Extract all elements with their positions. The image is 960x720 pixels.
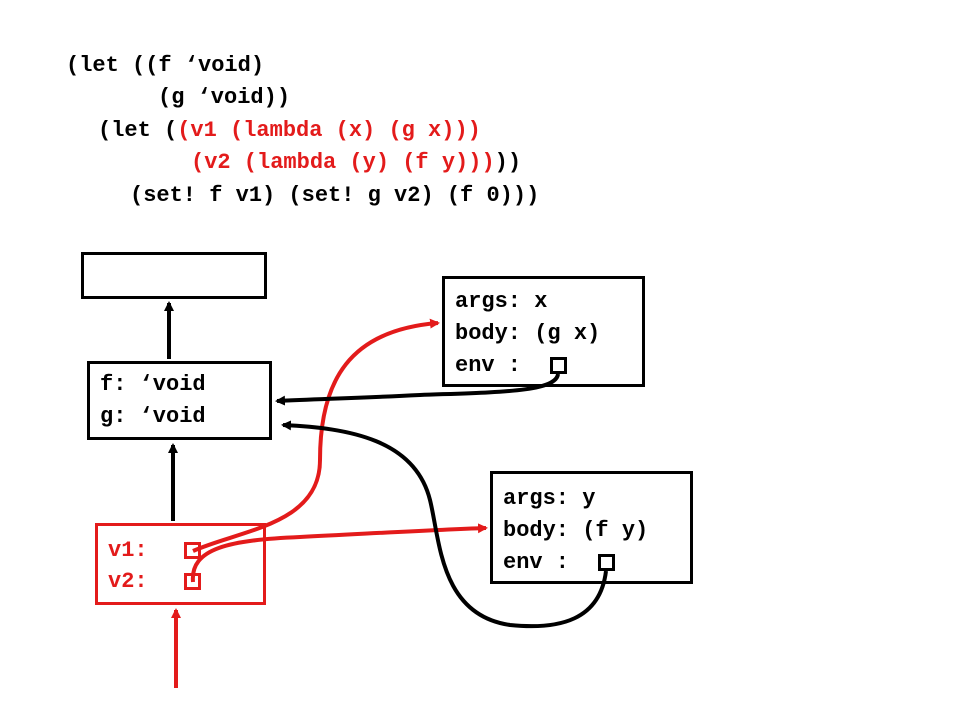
closure-x-env: env : <box>455 353 522 378</box>
inner-frame: v1: v2: <box>95 523 266 605</box>
code-let-open: (let ( <box>98 118 178 143</box>
v2-pointer-cell <box>184 573 201 590</box>
code-v1-binding: (v1 (lambda (x) (g x))) <box>177 118 481 143</box>
closure-x-body: body: (g x) <box>455 321 601 346</box>
code-let-close: )) <box>494 150 522 175</box>
code-line-4: (v2 (lambda (y) (f y))))) <box>191 148 521 178</box>
binding-v2: v2: <box>108 569 148 594</box>
code-line-2: (g ‘void)) <box>158 85 291 110</box>
closure-x-args: args: x <box>455 289 548 314</box>
binding-f: f: ‘void <box>100 372 206 397</box>
v1-pointer-cell <box>184 542 201 559</box>
closure-lambda-x: args: x body: (g x) env : <box>442 276 645 387</box>
closure-x-env-pointer <box>550 357 567 374</box>
closure-y-env-pointer <box>598 554 615 571</box>
code-line-1: (let ((f ‘void) <box>66 53 265 78</box>
outer-frame: f: ‘void g: ‘void <box>87 361 272 440</box>
closure-y-args: args: y <box>503 486 596 511</box>
closure-y-body: body: (f y) <box>503 518 649 543</box>
code-v2-binding: (v2 (lambda (y) (f y))) <box>191 150 495 175</box>
global-frame <box>81 252 267 299</box>
code-line-3: (let ((v1 (lambda (x) (g x))) <box>98 116 481 146</box>
binding-v1: v1: <box>108 538 148 563</box>
closure-lambda-y: args: y body: (f y) env : <box>490 471 693 584</box>
binding-g: g: ‘void <box>100 404 206 429</box>
closure-y-env: env : <box>503 550 570 575</box>
code-line-5: (set! f v1) (set! g v2) (f 0))) <box>130 183 540 208</box>
